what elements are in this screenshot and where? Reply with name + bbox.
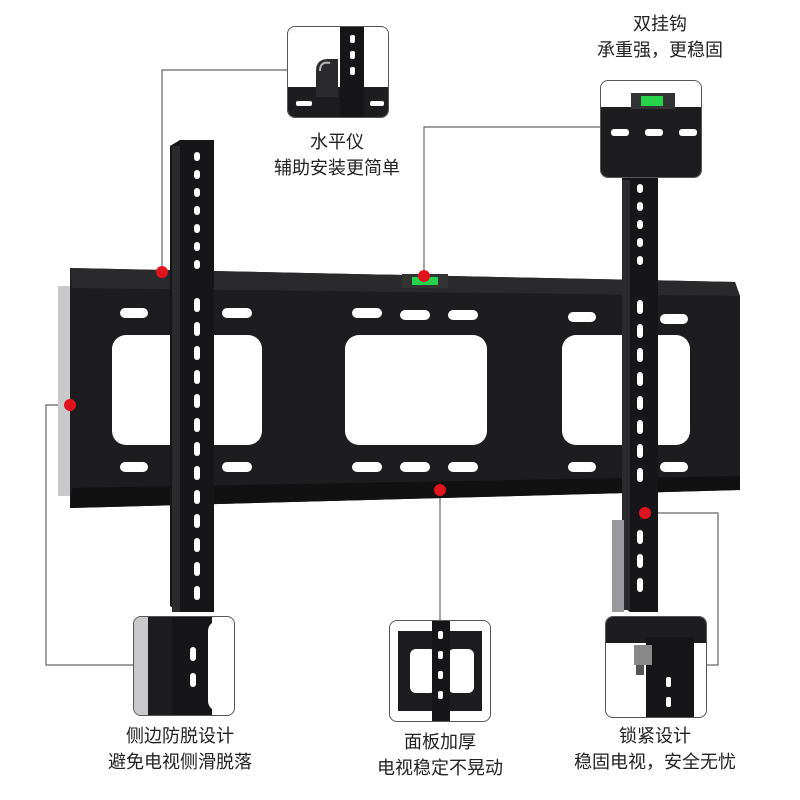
caption-double-hook: 双挂钩 承重强，更稳固 (560, 12, 760, 64)
level-subtitle: 辅助安装更简单 (274, 158, 400, 179)
side-guard-subtitle: 避免电视侧滑脱落 (108, 752, 252, 773)
caption-side-guard: 侧边防脱设计 避免电视侧滑脱落 (80, 724, 280, 776)
marker-lock (639, 507, 651, 519)
right-arm (612, 172, 658, 612)
thumbnail-side-guard (133, 616, 235, 716)
marker-side-guard (64, 399, 76, 411)
caption-lock: 锁紧设计 稳固电视，安全无忧 (545, 724, 765, 776)
thumbnail-level (600, 80, 702, 178)
side-guard-title: 侧边防脱设计 (126, 726, 234, 747)
marker-double-hook (156, 266, 168, 278)
double-hook-subtitle: 承重强，更稳固 (597, 40, 723, 61)
left-arm (170, 140, 214, 612)
feature-markers (64, 266, 651, 519)
wall-plate (58, 268, 740, 508)
level-title: 水平仪 (310, 132, 364, 153)
marker-thick-panel (434, 484, 446, 496)
marker-level (418, 270, 430, 282)
thick-panel-title: 面板加厚 (404, 732, 476, 753)
caption-level: 水平仪 辅助安装更简单 (247, 130, 427, 182)
caption-thick-panel: 面板加厚 电视稳定不晃动 (340, 730, 540, 782)
thumbnail-lock (605, 616, 707, 718)
thumbnail-thick-panel (389, 620, 491, 722)
lock-title: 锁紧设计 (619, 726, 691, 747)
lock-subtitle: 稳固电视，安全无忧 (574, 752, 736, 773)
thick-panel-subtitle: 电视稳定不晃动 (377, 758, 503, 779)
double-hook-title: 双挂钩 (633, 14, 687, 35)
thumbnail-double-hook (287, 26, 389, 118)
